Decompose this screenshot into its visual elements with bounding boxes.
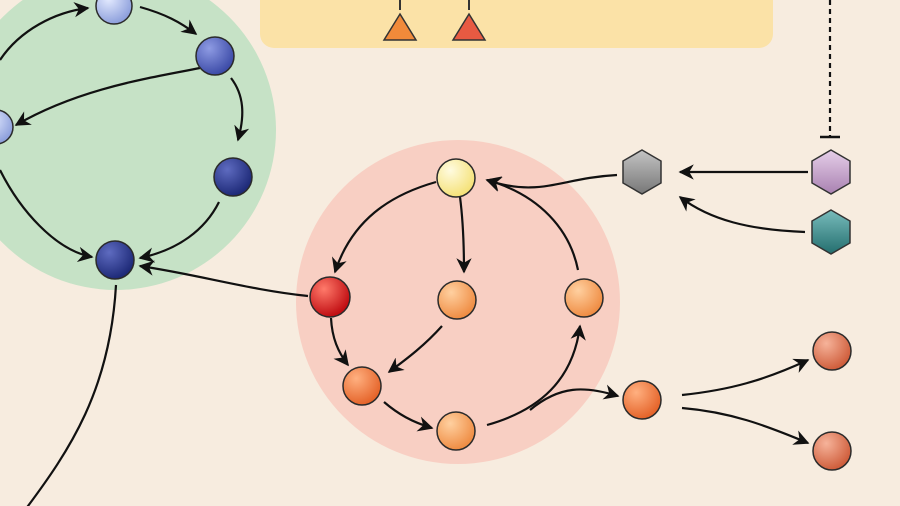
blue-dark-node-bottom [95, 240, 135, 280]
orange-node-left [342, 366, 382, 406]
orange-node-outer [622, 380, 662, 420]
orange-node-right [564, 278, 604, 318]
blue-light-node-left [0, 109, 14, 145]
red-node [309, 276, 351, 318]
salmon-node-top [812, 331, 852, 371]
gray-hexagon [622, 149, 662, 195]
edge-teal-to-gray [678, 196, 806, 234]
edge-orange-mid-to-left [387, 325, 443, 373]
orange-node-center [437, 280, 477, 320]
blue-mid-node [195, 36, 235, 76]
edge-green-top-left [0, 2, 90, 61]
edge-to-outer-orange [529, 384, 620, 411]
edge-yellow-to-orange [456, 196, 472, 274]
edge-green-bottom-left [0, 169, 94, 262]
red-triangle [451, 12, 487, 41]
edge-bottom-to-right [486, 324, 586, 427]
edge-split-down [681, 406, 810, 445]
blue-dark-node-right [213, 157, 253, 197]
green-module [0, 0, 276, 290]
edge-gray-to-yellow [485, 173, 618, 192]
salmon-node-bottom [812, 431, 852, 471]
teal-hexagon [811, 209, 851, 255]
edge-green-top [139, 5, 198, 35]
orange-triangle [382, 12, 418, 41]
edge-green-right [230, 77, 250, 142]
edge-left-to-bottom [383, 401, 434, 432]
edge-split-up [681, 358, 810, 397]
edge-green-cross [14, 66, 201, 126]
edge-red-to-blue [138, 260, 309, 298]
edge-green-bottom-right [138, 201, 220, 263]
blue-light-node-top [95, 0, 133, 25]
yellow-panel [260, 0, 773, 48]
orange-node-bottom [436, 411, 476, 451]
edge-exit-bottom [26, 284, 118, 506]
edge-red-to-orange [329, 317, 349, 367]
yellow-node [436, 158, 476, 198]
edge-orange-right-to-yellow [485, 176, 580, 271]
edge-yellow-to-red [331, 180, 437, 274]
purple-hexagon [811, 149, 851, 195]
